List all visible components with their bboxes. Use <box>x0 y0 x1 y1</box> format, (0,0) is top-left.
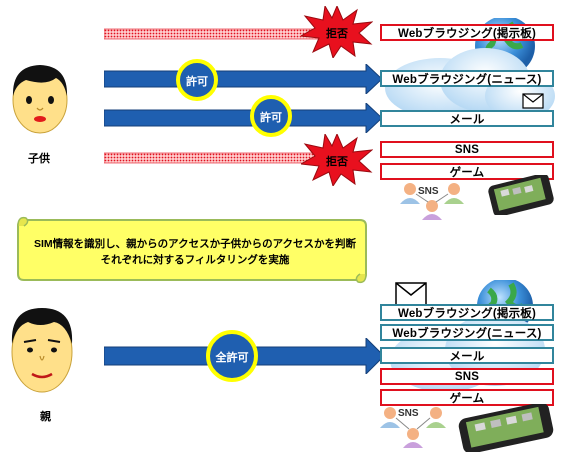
parent-avatar <box>11 308 73 393</box>
child-service-mail: メール <box>380 110 554 127</box>
envelope-icon-large <box>395 282 427 306</box>
game-phone-icon-parent <box>458 404 554 452</box>
allow-badge-news <box>176 59 218 101</box>
parent-service-news: Webブラウジング(ニュース) <box>380 324 554 341</box>
parent-service-sns: SNS <box>380 368 554 385</box>
sns-people-icon-parent <box>380 407 446 448</box>
allow-label-news: 許可 <box>186 76 208 88</box>
child-avatar <box>12 65 68 134</box>
sns-icon-label: SNS <box>418 186 439 197</box>
deny-burst-bulletin <box>301 6 373 58</box>
deny-label-bulletin: 拒否 <box>326 28 348 40</box>
parent-service-bulletin: Webブラウジング(掲示板) <box>380 304 554 321</box>
allow-badge-all <box>206 330 258 382</box>
child-label: 子供 <box>28 153 50 165</box>
note-line-2: それぞれに対するフィルタリングを実施 <box>100 254 290 266</box>
allow-arrow-news <box>104 64 383 94</box>
child-service-sns: SNS <box>380 141 554 158</box>
parent-service-mail: メール <box>380 347 554 364</box>
envelope-icon <box>522 93 544 109</box>
sns-icon-label-parent: SNS <box>398 408 419 419</box>
note-line-1: SIM情報を識別し、親からのアクセスか子供からのアクセスかを判断 <box>33 238 357 250</box>
note-scroll <box>17 216 367 284</box>
deny-burst-sns <box>301 134 373 186</box>
sns-people-icon <box>400 183 464 220</box>
child-service-game: ゲーム <box>380 163 554 180</box>
parent-label: 親 <box>40 411 51 423</box>
allow-label-mail: 許可 <box>260 112 282 124</box>
game-phone-icon <box>488 175 554 215</box>
deny-label-sns: 拒否 <box>326 156 348 168</box>
child-service-bulletin: Webブラウジング(掲示板) <box>380 24 554 41</box>
parent-service-game: ゲーム <box>380 389 554 406</box>
allow-arrow-mail <box>104 103 383 133</box>
allow-badge-mail <box>250 95 292 137</box>
note-text: SIM情報を識別し、親からのアクセスか子供からのアクセスかを判断 それぞれに対す… <box>30 236 360 268</box>
child-service-news: Webブラウジング(ニュース) <box>380 70 554 87</box>
allow-label-all: 全許可 <box>215 352 249 364</box>
